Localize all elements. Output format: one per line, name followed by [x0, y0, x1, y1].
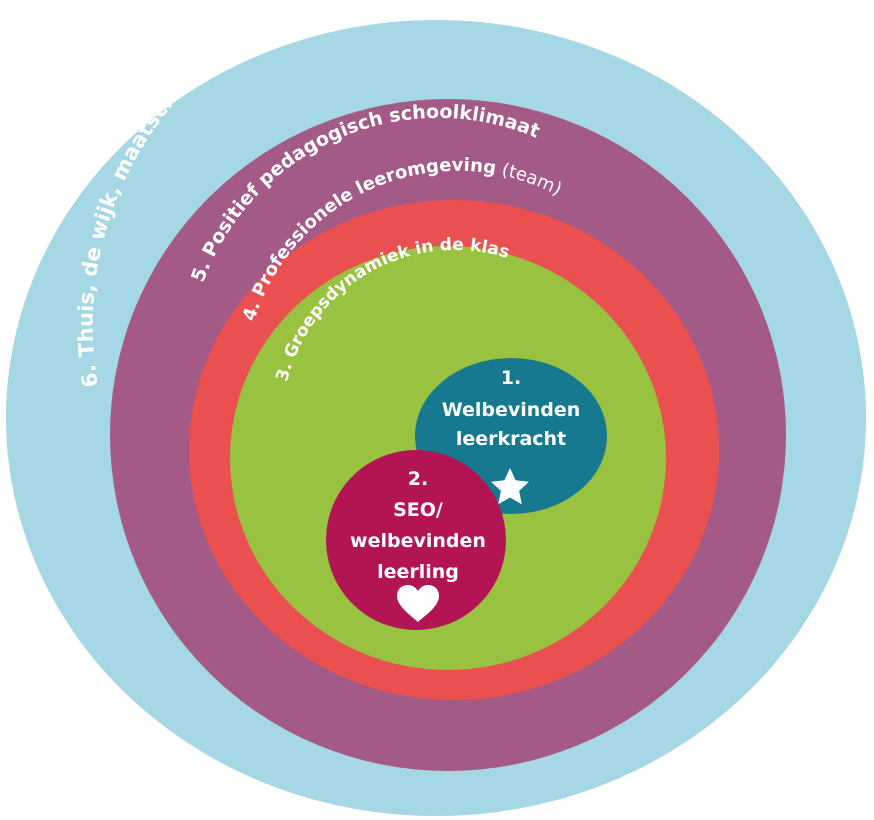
star-icon: [491, 468, 529, 505]
bubble-1-line-1: 1.: [501, 367, 521, 389]
bubble-2-line-2: SEO/: [393, 499, 443, 521]
bubble-2-line-3: welbevinden: [350, 530, 486, 552]
bubble-2-line-1: 2.: [408, 468, 428, 490]
bubble-1-line-2: Welbevinden: [442, 399, 581, 421]
bubble-1-line-3: leerkracht: [456, 428, 566, 450]
bubble-2-line-4: leerling: [377, 561, 459, 583]
heart-icon: [397, 585, 439, 622]
bubble-2-circle: [326, 450, 506, 630]
